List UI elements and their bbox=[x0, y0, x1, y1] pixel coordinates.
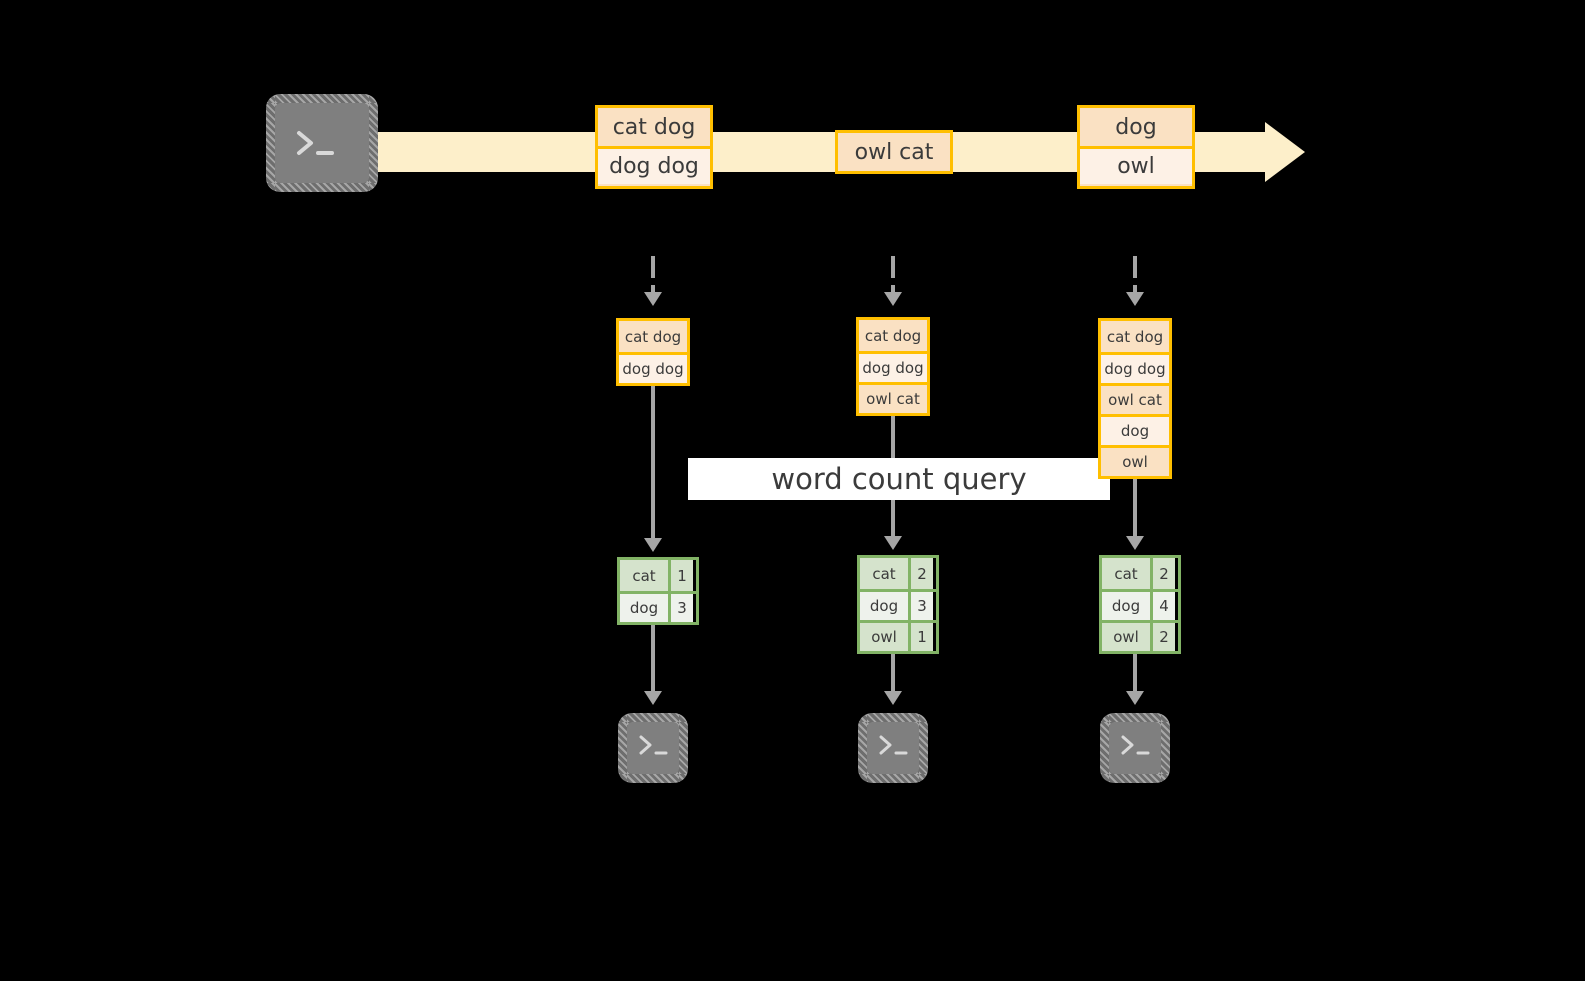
snapshot-1-sink-line bbox=[651, 625, 655, 691]
stream-event-group-1[interactable]: cat dog dog dog bbox=[595, 105, 713, 189]
snapshot-input-line: cat dog bbox=[619, 321, 687, 352]
snapshot-1-query-arrowhead bbox=[644, 538, 662, 552]
terminal-icon bbox=[639, 735, 668, 755]
snapshot-3-sink-line bbox=[1133, 654, 1137, 691]
table-row: owl 1 bbox=[860, 620, 936, 651]
snapshot-input-line: dog dog bbox=[619, 352, 687, 383]
table-cell-word: dog bbox=[860, 592, 908, 620]
snapshot-input-line: dog bbox=[1101, 414, 1169, 445]
source-terminal[interactable] bbox=[266, 94, 378, 192]
terminal-screen bbox=[627, 722, 679, 774]
terminal-screen bbox=[275, 103, 369, 183]
stream-event-line: dog dog bbox=[598, 146, 710, 184]
snapshot-3-result-table[interactable]: cat 2 dog 4 owl 2 bbox=[1099, 555, 1181, 654]
table-cell-count: 3 bbox=[668, 594, 693, 622]
snapshot-2-sink-arrowhead bbox=[884, 691, 902, 705]
stream-event-group-3[interactable]: dog owl bbox=[1077, 105, 1195, 189]
table-cell-word: owl bbox=[860, 623, 908, 651]
snapshot-3-query-line bbox=[1133, 478, 1137, 536]
snapshot-input-line: cat dog bbox=[859, 320, 927, 351]
table-cell-count: 1 bbox=[668, 560, 693, 591]
terminal-screen bbox=[867, 722, 919, 774]
table-cell-count: 2 bbox=[1150, 623, 1175, 651]
table-row: cat 2 bbox=[860, 558, 936, 589]
snapshot-2-query-arrowhead bbox=[884, 536, 902, 550]
snapshot-input-line: owl bbox=[1101, 445, 1169, 476]
terminal-icon bbox=[1121, 735, 1150, 755]
snapshot-feed-dash bbox=[651, 285, 655, 293]
table-cell-word: cat bbox=[1102, 558, 1150, 589]
table-row: owl 2 bbox=[1102, 620, 1178, 651]
snapshot-feed-dash bbox=[891, 285, 895, 293]
snapshot-2-sink-line bbox=[891, 654, 895, 691]
stream-event-line: owl cat bbox=[838, 133, 950, 171]
snapshot-feed-arrowhead bbox=[1126, 292, 1144, 306]
terminal-screen bbox=[1109, 722, 1161, 774]
terminal-icon bbox=[297, 131, 334, 155]
snapshot-feed-arrowhead bbox=[884, 292, 902, 306]
snapshot-feed-arrowhead bbox=[644, 292, 662, 306]
snapshot-input-line: dog dog bbox=[859, 351, 927, 382]
snapshot-feed-dash bbox=[651, 256, 655, 278]
snapshot-3-query-arrowhead bbox=[1126, 536, 1144, 550]
table-cell-count: 2 bbox=[1150, 558, 1175, 589]
snapshot-2-input-box[interactable]: cat dog dog dog owl cat bbox=[856, 317, 930, 416]
table-cell-count: 1 bbox=[908, 623, 933, 651]
table-row: dog 3 bbox=[860, 589, 936, 620]
snapshot-1-input-box[interactable]: cat dog dog dog bbox=[616, 318, 690, 386]
stream-arrow-head bbox=[1265, 122, 1305, 182]
snapshot-1-sink-arrowhead bbox=[644, 691, 662, 705]
table-row: dog 4 bbox=[1102, 589, 1178, 620]
stream-event-line: cat dog bbox=[598, 108, 710, 146]
stream-event-line: dog bbox=[1080, 108, 1192, 146]
snapshot-1-result-table[interactable]: cat 1 dog 3 bbox=[617, 557, 699, 625]
snapshot-3-sink-arrowhead bbox=[1126, 691, 1144, 705]
table-cell-word: cat bbox=[620, 560, 668, 591]
snapshot-1-query-line bbox=[651, 386, 655, 538]
snapshot-input-line: owl cat bbox=[859, 382, 927, 413]
table-cell-word: dog bbox=[620, 594, 668, 622]
terminal-icon bbox=[879, 735, 908, 755]
snapshot-3-sink-terminal[interactable] bbox=[1100, 713, 1170, 783]
snapshot-3-input-box[interactable]: cat dog dog dog owl cat dog owl bbox=[1098, 318, 1172, 479]
table-row: cat 2 bbox=[1102, 558, 1178, 589]
table-row: cat 1 bbox=[620, 560, 696, 591]
table-cell-word: owl bbox=[1102, 623, 1150, 651]
query-label-text: word count query bbox=[771, 462, 1027, 496]
snapshot-feed-dash bbox=[891, 256, 895, 278]
table-cell-count: 4 bbox=[1150, 592, 1175, 620]
snapshot-feed-dash bbox=[1133, 285, 1137, 293]
table-cell-word: cat bbox=[860, 558, 908, 589]
snapshot-2-sink-terminal[interactable] bbox=[858, 713, 928, 783]
snapshot-2-result-table[interactable]: cat 2 dog 3 owl 1 bbox=[857, 555, 939, 654]
table-cell-word: dog bbox=[1102, 592, 1150, 620]
snapshot-1-sink-terminal[interactable] bbox=[618, 713, 688, 783]
query-label-banner: word count query bbox=[688, 458, 1110, 500]
snapshot-feed-dash bbox=[1133, 256, 1137, 278]
stream-event-group-2[interactable]: owl cat bbox=[835, 130, 953, 174]
table-cell-count: 3 bbox=[908, 592, 933, 620]
snapshot-input-line: dog dog bbox=[1101, 352, 1169, 383]
snapshot-input-line: owl cat bbox=[1101, 383, 1169, 414]
snapshot-input-line: cat dog bbox=[1101, 321, 1169, 352]
table-cell-count: 2 bbox=[908, 558, 933, 589]
table-row: dog 3 bbox=[620, 591, 696, 622]
stream-event-line: owl bbox=[1080, 146, 1192, 184]
